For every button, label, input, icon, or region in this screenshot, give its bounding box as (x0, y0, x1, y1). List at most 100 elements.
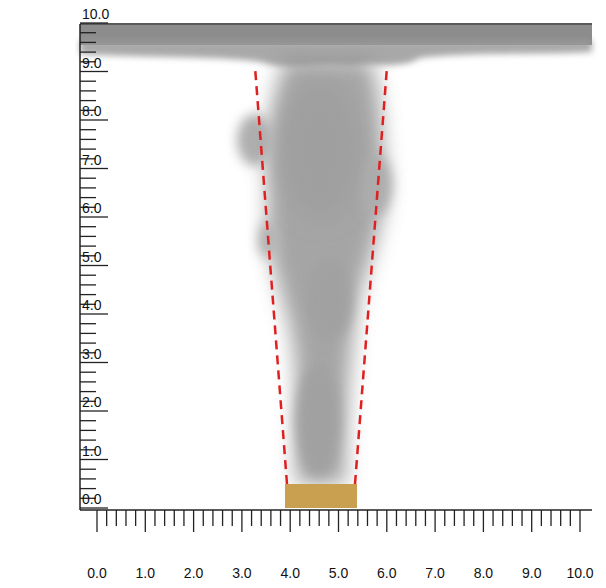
tick-mark (80, 139, 96, 140)
tick-mark (80, 459, 108, 460)
x-tick-label: 0.0 (87, 566, 106, 580)
tick-mark (154, 510, 155, 526)
x-tick-label: 5.0 (329, 566, 348, 580)
x-tick-label: 8.0 (474, 566, 493, 580)
tick-mark (512, 510, 513, 526)
tick-mark (434, 510, 435, 532)
y-tick-label: 4.0 (82, 298, 101, 312)
tick-mark (348, 510, 349, 526)
plume-envelope (255, 67, 287, 484)
tick-mark (570, 510, 571, 526)
tick-mark (473, 510, 474, 526)
y-tick-label: 0.0 (82, 492, 101, 506)
tick-mark (80, 439, 96, 440)
tick-mark (96, 510, 97, 532)
tick-mark (80, 372, 96, 373)
plume-envelope (355, 67, 387, 484)
tick-mark (80, 362, 108, 363)
tick-mark (521, 510, 522, 526)
tick-mark (502, 510, 503, 526)
fire-source (285, 484, 357, 508)
tick-mark (309, 510, 310, 526)
tick-mark (80, 100, 96, 101)
tick-mark (80, 333, 96, 334)
tick-mark (425, 510, 426, 526)
tick-mark (376, 510, 377, 526)
tick-mark (164, 510, 165, 526)
tick-mark (357, 510, 358, 526)
tick-mark (80, 22, 108, 23)
tick-mark (405, 510, 406, 526)
tick-mark (367, 510, 368, 526)
tick-mark (125, 510, 126, 526)
tick-mark (80, 313, 108, 314)
x-axis (80, 509, 592, 511)
y-tick-label: 8.0 (82, 104, 101, 118)
tick-mark (80, 197, 96, 198)
tick-mark (116, 510, 117, 526)
tick-mark (80, 275, 96, 276)
tick-mark (454, 510, 455, 526)
tick-mark (80, 32, 96, 33)
tick-mark (415, 510, 416, 526)
tick-mark (80, 323, 96, 324)
tick-mark (261, 510, 262, 526)
tick-mark (80, 507, 108, 508)
tick-mark (299, 510, 300, 526)
tick-mark (444, 510, 445, 526)
tick-mark (80, 391, 96, 392)
y-tick-label: 9.0 (82, 56, 101, 70)
tick-mark (80, 420, 96, 421)
y-axis (79, 24, 81, 510)
tick-mark (80, 178, 96, 179)
tick-mark (396, 510, 397, 526)
x-tick-label: 10.0 (566, 566, 593, 580)
tick-mark (232, 510, 233, 526)
tick-mark (463, 510, 464, 526)
tick-mark (80, 187, 96, 188)
y-tick-label: 6.0 (82, 201, 101, 215)
tick-mark (80, 478, 96, 479)
tick-mark (80, 42, 96, 43)
y-tick-label: 7.0 (82, 153, 101, 167)
tick-mark (80, 245, 96, 246)
tick-mark (80, 265, 108, 266)
tick-mark (203, 510, 204, 526)
tick-mark (241, 510, 242, 532)
x-tick-label: 9.0 (522, 566, 541, 580)
tick-mark (319, 510, 320, 526)
x-tick-label: 7.0 (425, 566, 444, 580)
tick-mark (80, 488, 96, 489)
x-tick-label: 1.0 (136, 566, 155, 580)
x-tick-label: 4.0 (280, 566, 299, 580)
tick-mark (183, 510, 184, 526)
axis-ticks (80, 23, 580, 532)
tick-mark (80, 410, 108, 411)
tick-mark (80, 168, 108, 169)
top-border (80, 23, 592, 25)
tick-mark (212, 510, 213, 526)
tick-mark (290, 510, 291, 532)
tick-mark (222, 510, 223, 526)
x-tick-label: 2.0 (184, 566, 203, 580)
tick-mark (80, 342, 96, 343)
y-tick-label: 2.0 (82, 395, 101, 409)
tick-mark (80, 294, 96, 295)
y-tick-label: 1.0 (82, 444, 101, 458)
tick-mark (541, 510, 542, 526)
y-tick-label: 10.0 (82, 7, 109, 21)
tick-mark (193, 510, 194, 532)
tick-mark (80, 129, 96, 130)
tick-mark (280, 510, 281, 526)
tick-mark (80, 236, 96, 237)
tick-mark (328, 510, 329, 526)
tick-mark (270, 510, 271, 526)
tick-mark (80, 81, 96, 82)
tick-mark (579, 510, 580, 532)
tick-mark (145, 510, 146, 532)
tick-mark (80, 51, 96, 52)
y-tick-label: 5.0 (82, 250, 101, 264)
tick-mark (492, 510, 493, 526)
y-tick-label: 3.0 (82, 347, 101, 361)
tick-mark (531, 510, 532, 532)
